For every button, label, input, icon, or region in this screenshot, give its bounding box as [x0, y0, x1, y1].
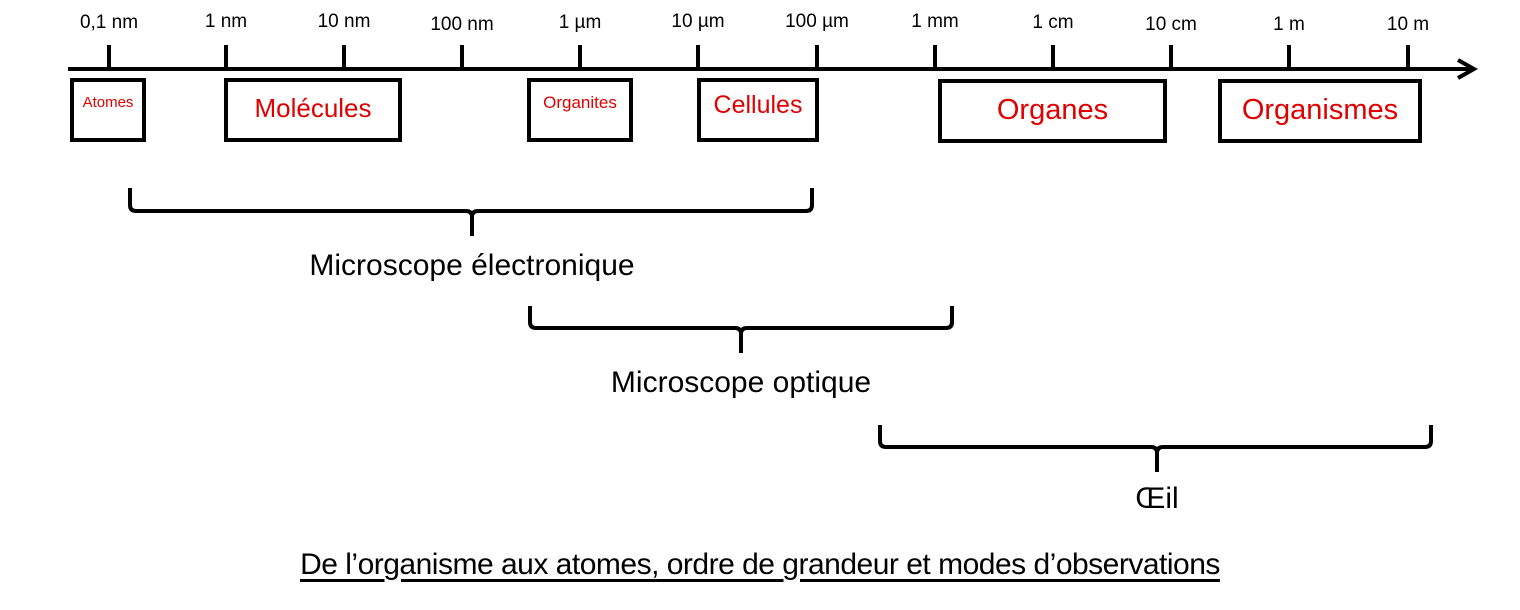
category-label: Organites	[543, 93, 617, 112]
category-label: Organes	[997, 94, 1108, 126]
scale-tick-label: 1 nm	[205, 11, 247, 32]
category-box-frame	[938, 79, 1167, 143]
observation-bracket: Microscope électronique	[128, 188, 814, 282]
curly-brace-icon	[878, 425, 1433, 472]
observation-bracket: Microscope optique	[528, 306, 954, 399]
scale-tick-label: 1 µm	[559, 12, 602, 33]
observation-mode-label: Microscope optique	[611, 366, 871, 399]
category-box-frame	[224, 78, 402, 142]
scale-tick-label: 100 nm	[430, 14, 493, 35]
category-label: Cellules	[714, 91, 803, 119]
scale-tick-label: 1 cm	[1032, 12, 1073, 33]
scale-tick-label: 1 mm	[911, 11, 959, 32]
category-box: Molécules	[224, 78, 402, 142]
category-box: Atomes	[70, 78, 146, 142]
category-box: Organes	[938, 79, 1167, 143]
category-box-group: Atomes Molécules Organites Cellules Organes O…	[70, 78, 1422, 143]
scale-tick-label: 10 nm	[318, 11, 371, 32]
observation-mode-label: Œil	[1135, 482, 1178, 515]
scale-tick-label: 0,1 nm	[80, 12, 138, 33]
category-box-frame	[527, 78, 633, 142]
scale-tick-label: 10 µm	[671, 11, 724, 32]
axis-arrowhead-icon	[1457, 58, 1479, 80]
category-box: Cellules	[697, 78, 819, 142]
category-box-frame	[70, 78, 146, 142]
scale-tick-label: 1 m	[1273, 14, 1305, 35]
scale-tick-label: 10 m	[1387, 14, 1429, 35]
category-box-frame	[1218, 79, 1422, 143]
category-label: Atomes	[83, 94, 134, 111]
curly-brace-icon	[528, 306, 954, 353]
category-box-frame	[697, 78, 819, 142]
observation-bracket: Œil	[878, 425, 1433, 515]
tick-group: 0,1 nm 1 nm 10 nm 100 nm 1 µm 10 µm 100 µm 1 mm…	[80, 11, 1429, 69]
category-box: Organites	[527, 78, 633, 142]
scale-tick-label: 10 cm	[1145, 14, 1197, 35]
curly-brace-icon	[128, 188, 814, 236]
category-box: Organismes	[1218, 79, 1422, 143]
category-label: Organismes	[1242, 94, 1398, 126]
scale-tick-label: 100 µm	[785, 11, 849, 32]
diagram-caption: De l’organisme aux atomes, ordre de gran…	[300, 548, 1220, 581]
observation-mode-label: Microscope électronique	[309, 249, 634, 282]
category-label: Molécules	[254, 93, 371, 123]
